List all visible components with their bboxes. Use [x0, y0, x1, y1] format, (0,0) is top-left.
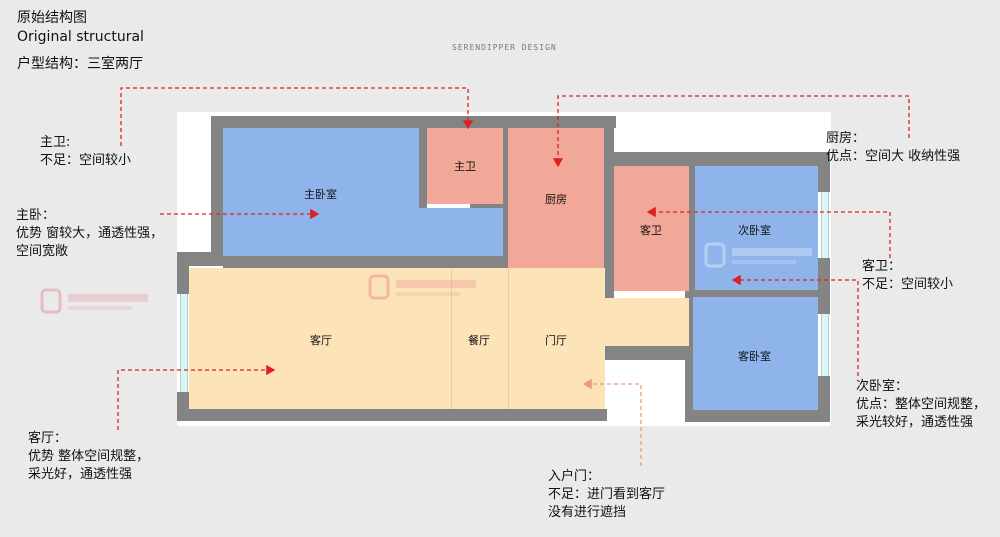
page-subtitle: Original structural: [17, 29, 144, 45]
note-master-bath: 主卫: 不足：空间较小: [40, 134, 131, 170]
arrow-entrance: [582, 378, 642, 466]
note-living-room-line1: 优势 整体空间规整，: [28, 449, 150, 464]
label-master-bedroom: 主卧室: [304, 188, 337, 201]
kitchen-wall: [503, 126, 508, 268]
note-master-bedroom-line1: 优势 窗较大，通透性强，: [16, 226, 164, 241]
note-guest-bath-line1: 不足：空间较小: [862, 277, 954, 292]
note-master-bath-line1: 不足：空间较小: [40, 153, 132, 168]
room-dining: [451, 268, 509, 409]
room-second-bedroom: [695, 166, 818, 290]
window-living: [180, 294, 188, 392]
entry-wall: [604, 346, 690, 360]
note-master-bedroom-line2: 空间宽敞: [16, 244, 69, 259]
bedroom-divider-wall: [689, 289, 819, 297]
arrow-master-bath: [120, 87, 474, 146]
top-wall: [211, 116, 616, 128]
note-entrance-title: 入户门：: [548, 469, 601, 484]
label-master-bath: 主卫: [454, 160, 476, 173]
room-kitchen: [508, 128, 604, 268]
arrow-kitchen: [552, 95, 910, 168]
room-living: [189, 268, 451, 409]
watermark-logo: [704, 242, 812, 268]
left-wall-upper: [211, 116, 223, 258]
arrow-second-bedroom: [731, 274, 859, 376]
note-kitchen-title: 厨房：: [826, 131, 866, 146]
label-kitchen: 厨房: [545, 193, 567, 206]
note-guest-bath: 客卫： 不足：空间较小: [862, 258, 953, 294]
note-living-room: 客厅： 优势 整体空间规整， 采光好，通透性强: [28, 430, 149, 484]
page-title: 原始结构图: [17, 10, 87, 26]
window-guest-bedroom: [821, 314, 829, 376]
arrow-guest-bath: [646, 206, 891, 258]
label-foyer: 门厅: [545, 334, 567, 347]
kitchen-right-wall: [604, 126, 614, 298]
note-second-bedroom-title: 次卧室：: [856, 379, 909, 394]
note-second-bedroom: 次卧室： 优点：整体空间规整， 采光较好，通透性强: [856, 378, 986, 432]
right-wall-lower: [818, 376, 830, 420]
room-corridor: [604, 298, 689, 346]
note-kitchen-line1: 优点：空间大 收纳性强: [826, 149, 961, 164]
note-second-bedroom-line2: 采光较好，通透性强: [856, 415, 974, 430]
note-living-room-line2: 采光好，通透性强: [28, 467, 133, 482]
layout-label: 户型结构：三室两厅: [17, 56, 143, 72]
note-living-room-title: 客厅：: [28, 431, 68, 446]
arrow-living-room: [117, 364, 276, 430]
room-master-bedroom: [223, 128, 419, 256]
bottom-wall: [177, 409, 607, 421]
note-second-bedroom-line1: 优点：整体空间规整，: [856, 397, 987, 412]
room-guest-bath: [614, 166, 689, 291]
label-second-bedroom: 次卧室: [738, 224, 771, 237]
note-master-bedroom-title: 主卧：: [16, 208, 56, 223]
watermark-logo: [368, 274, 476, 300]
note-entrance: 入户门： 不足：进门看到客厅 没有进行遮挡: [548, 468, 665, 522]
mid-wall: [223, 256, 508, 268]
watermark-logo: [40, 288, 148, 314]
note-kitchen: 厨房： 优点：空间大 收纳性强: [826, 130, 960, 166]
label-living-room: 客厅: [310, 334, 332, 347]
note-guest-bath-title: 客卫：: [862, 259, 902, 274]
label-guest-bath: 客卫: [640, 224, 662, 237]
right-top-wall: [614, 152, 830, 166]
note-entrance-line1: 不足：进门看到客厅: [548, 487, 666, 502]
note-master-bath-title: 主卫:: [40, 135, 71, 150]
note-entrance-line2: 没有进行遮挡: [548, 505, 627, 520]
right-bottom-wall: [685, 410, 830, 422]
room-guest-bedroom: [693, 297, 818, 410]
note-master-bedroom: 主卧： 优势 窗较大，通透性强， 空间宽敞: [16, 207, 163, 261]
right-wall-upper: [818, 152, 830, 192]
bath-wall: [419, 126, 427, 208]
label-guest-bedroom: 客卧室: [738, 350, 771, 363]
room-master-closet: [419, 208, 503, 256]
window-second-bedroom: [821, 192, 829, 258]
brand-text: SERENDIPPER DESIGN: [452, 43, 557, 52]
guest-bath-wall: [689, 162, 695, 292]
room-master-bath: [427, 128, 503, 204]
left-wall-mid: [177, 252, 189, 294]
label-dining-room: 餐厅: [468, 334, 490, 347]
right-wall-mid: [818, 258, 830, 314]
